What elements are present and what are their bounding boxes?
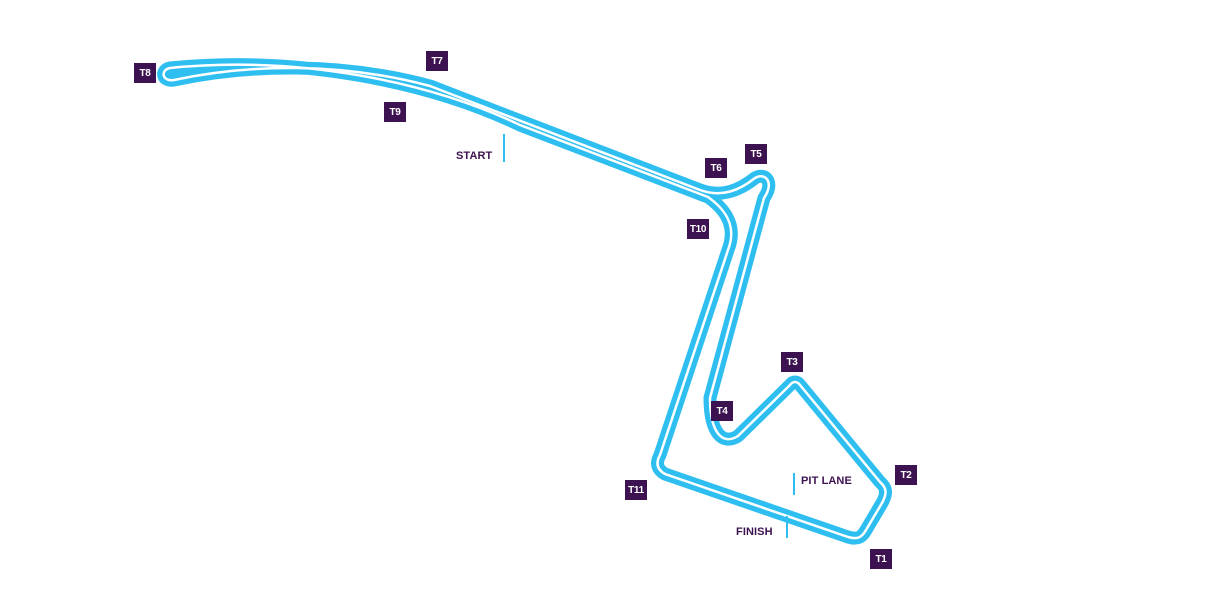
start-line-marker — [503, 134, 505, 162]
pit-lane-label: PIT LANE — [801, 475, 852, 487]
turn-11-marker: T11 — [625, 480, 647, 500]
turn-5-marker: T5 — [745, 144, 767, 164]
turn-8-marker: T8 — [134, 63, 156, 83]
pit-lane-marker — [793, 473, 795, 495]
finish-line-marker — [786, 516, 788, 538]
turn-2-marker: T2 — [895, 465, 917, 485]
turn-7-marker: T7 — [426, 51, 448, 71]
turn-10-marker: T10 — [687, 219, 709, 239]
turn-1-marker: T1 — [870, 549, 892, 569]
turn-9-marker: T9 — [384, 102, 406, 122]
start-label: START — [456, 150, 493, 162]
finish-label: FINISH — [736, 526, 773, 538]
track-racing-line — [162, 63, 887, 540]
turn-4-marker: T4 — [711, 401, 733, 421]
track-outline — [157, 58, 892, 545]
turn-6-marker: T6 — [705, 158, 727, 178]
turn-3-marker: T3 — [781, 352, 803, 372]
